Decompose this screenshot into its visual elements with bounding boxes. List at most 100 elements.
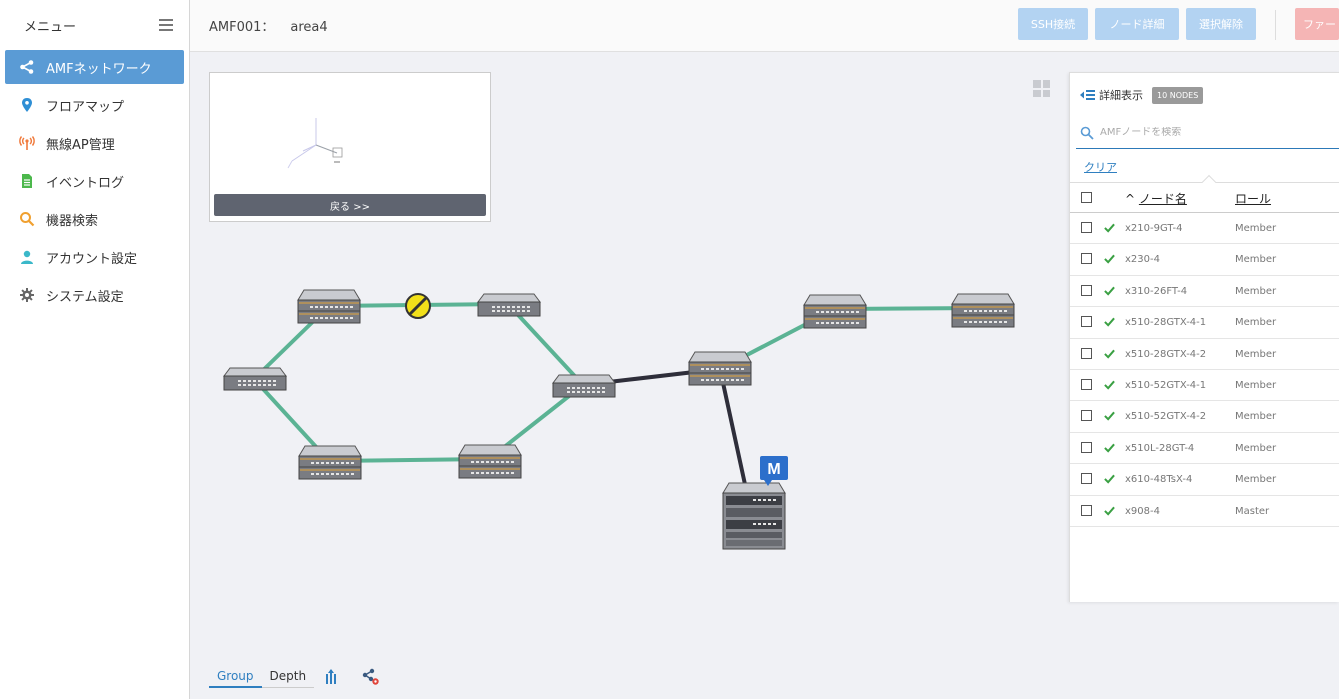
sidebar-item-event-log[interactable]: イベントログ	[5, 164, 184, 198]
check-icon	[1104, 506, 1115, 516]
node-search-input[interactable]	[1100, 127, 1320, 138]
row-checkbox[interactable]	[1081, 441, 1092, 453]
check-icon	[1104, 443, 1115, 453]
sidebar-item-label: 無線AP管理	[46, 137, 115, 153]
sidebar-item-floor-map[interactable]: フロアマップ	[5, 88, 184, 122]
sidebar-item-label: 機器検索	[46, 213, 99, 229]
user-icon	[19, 249, 35, 265]
sidebar-item-system-settings[interactable]: システム設定	[5, 278, 184, 312]
switch-node[interactable]	[223, 367, 287, 391]
sidebar-item-label: システム設定	[46, 289, 124, 305]
node-role: Member	[1235, 442, 1277, 454]
tab-group[interactable]: Group	[209, 665, 262, 688]
network-settings-icon[interactable]	[362, 668, 380, 686]
switch-node[interactable]	[297, 289, 361, 324]
menu-title: メニュー	[24, 19, 77, 35]
sidebar-item-device-search[interactable]: 機器検索	[5, 202, 184, 236]
deselect-button[interactable]: 選択解除	[1186, 8, 1256, 40]
hamburger-menu-icon[interactable]	[159, 19, 173, 31]
node-name: x510-28GTX-4-1	[1125, 317, 1207, 329]
minimap[interactable]: 戻る >>	[209, 72, 491, 222]
sidebar-item-label: アカウント設定	[46, 251, 138, 267]
toolbar-separator	[1275, 10, 1276, 40]
switch-node[interactable]	[458, 444, 522, 479]
check-icon	[1104, 255, 1115, 265]
node-role: Member	[1235, 411, 1277, 423]
sidebar-item-label: イベントログ	[46, 175, 125, 191]
table-row[interactable]: x510-28GTX-4-1 Member	[1070, 307, 1339, 339]
blocked-link-icon[interactable]	[405, 293, 431, 319]
switch-node[interactable]	[803, 294, 867, 329]
column-header-role[interactable]: ロール	[1235, 192, 1272, 206]
sidebar-item-label: フロアマップ	[46, 99, 125, 115]
search-icon	[19, 211, 35, 227]
switch-node[interactable]	[298, 445, 362, 480]
gear-icon	[19, 287, 35, 303]
detail-panel: 詳細表示 10 NODES クリア ^ ノード名 ロール x210-9GT-4M…	[1069, 72, 1339, 602]
row-checkbox[interactable]	[1081, 253, 1092, 265]
node-name: x310-26FT-4	[1125, 285, 1188, 297]
sidebar-item-wireless-ap[interactable]: 無線AP管理	[5, 126, 184, 160]
check-icon	[1104, 317, 1115, 327]
view-tabs: Group Depth	[209, 665, 380, 688]
sidebar-item-amf-network[interactable]: AMFネットワーク	[5, 50, 184, 84]
row-checkbox[interactable]	[1081, 347, 1092, 359]
node-role: Member	[1235, 348, 1277, 360]
link[interactable]	[718, 367, 748, 491]
panel-header: 詳細表示 10 NODES	[1070, 73, 1339, 117]
ssh-connect-button[interactable]: SSH接続	[1018, 8, 1088, 40]
sidebar: メニュー AMFネットワーク フロアマップ 無線AP管理 イベントログ 機器検索	[0, 0, 190, 699]
row-checkbox[interactable]	[1081, 222, 1092, 233]
collapse-panel-icon[interactable]	[1080, 89, 1095, 101]
select-all-checkbox[interactable]	[1081, 192, 1092, 203]
column-header-node-name[interactable]: ^ ノード名	[1125, 190, 1187, 207]
clear-link[interactable]: クリア	[1084, 161, 1117, 174]
switch-node[interactable]	[688, 351, 752, 386]
map-pin-icon	[19, 97, 35, 113]
row-checkbox[interactable]	[1081, 316, 1092, 328]
switch-node[interactable]	[477, 293, 541, 317]
sidebar-item-label: AMFネットワーク	[46, 61, 152, 77]
row-checkbox[interactable]	[1081, 284, 1092, 296]
minimap-back-button[interactable]: 戻る >>	[214, 194, 486, 216]
row-checkbox[interactable]	[1081, 473, 1092, 485]
node-role: Member	[1235, 317, 1277, 329]
area-name: area4	[290, 20, 328, 35]
firmware-button[interactable]: ファー	[1295, 8, 1339, 40]
table-header: ^ ノード名 ロール	[1070, 174, 1339, 213]
sidebar-item-account-settings[interactable]: アカウント設定	[5, 240, 184, 274]
master-chassis-node[interactable]	[722, 482, 786, 550]
panel-title: 詳細表示	[1099, 89, 1143, 102]
node-detail-button[interactable]: ノード詳細	[1095, 8, 1179, 40]
breadcrumb: AMF001： area4	[209, 16, 328, 35]
layout-arrows-icon[interactable]	[324, 668, 338, 685]
link[interactable]	[506, 302, 585, 387]
row-checkbox[interactable]	[1081, 410, 1092, 422]
row-checkbox[interactable]	[1081, 504, 1092, 516]
node-count-badge: 10 NODES	[1152, 86, 1204, 104]
check-icon	[1104, 349, 1115, 359]
switch-node[interactable]	[552, 374, 616, 398]
network-name: AMF001：	[209, 20, 275, 35]
grid-view-icon[interactable]	[1033, 80, 1050, 97]
check-icon	[1104, 474, 1115, 484]
header-notch	[1201, 174, 1217, 190]
switch-node[interactable]	[951, 293, 1015, 328]
top-bar: AMF001： area4 SSH接続 ノード詳細 選択解除 ファー	[190, 0, 1339, 52]
tab-depth[interactable]: Depth	[261, 665, 315, 688]
network-topology[interactable]: M	[190, 52, 1070, 652]
node-name: x510-52GTX-4-2	[1125, 411, 1207, 423]
master-badge-label: M	[767, 461, 780, 478]
row-checkbox[interactable]	[1081, 378, 1092, 390]
node-role: Member	[1235, 223, 1277, 234]
table-row[interactable]: x510-52GTX-4-2 Member	[1070, 401, 1339, 433]
